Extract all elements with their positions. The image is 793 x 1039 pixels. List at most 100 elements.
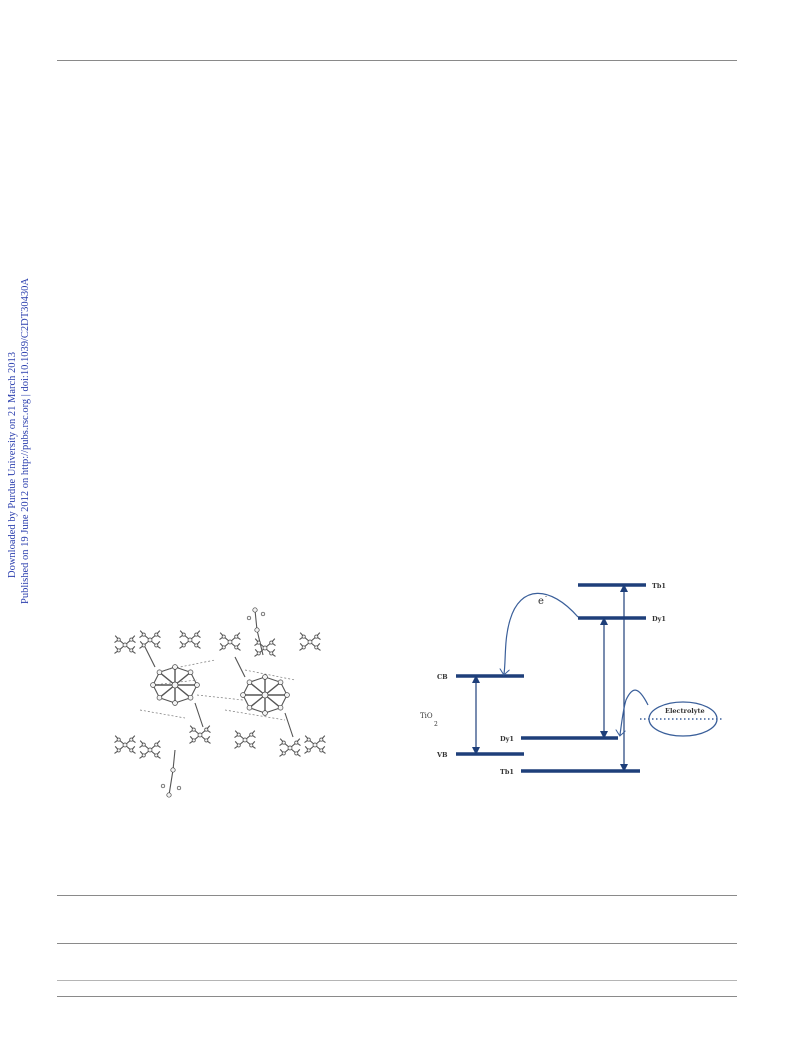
atom xyxy=(147,747,153,753)
footer-rule-4 xyxy=(57,996,737,997)
atom xyxy=(204,727,209,732)
atom xyxy=(287,745,293,751)
atom xyxy=(307,639,313,645)
atom xyxy=(319,748,324,753)
bond xyxy=(254,609,258,631)
header-rule xyxy=(57,60,737,61)
crystal-structure-figure xyxy=(114,607,326,798)
atom xyxy=(256,651,261,656)
atom xyxy=(249,732,254,737)
atom xyxy=(116,637,121,642)
atom xyxy=(129,737,134,742)
bond xyxy=(284,712,294,738)
atom xyxy=(160,783,166,789)
footer-rule-3 xyxy=(57,980,737,981)
atom xyxy=(277,679,284,686)
atom xyxy=(172,700,178,706)
atom xyxy=(154,753,159,758)
molecule-atoms xyxy=(116,607,324,798)
atom xyxy=(277,704,284,711)
atom xyxy=(122,742,128,748)
electron-injection-arrow xyxy=(504,592,579,674)
atom xyxy=(252,607,258,613)
atom xyxy=(194,643,199,648)
electron-minus: - xyxy=(545,593,547,600)
atom xyxy=(116,648,121,653)
atom xyxy=(191,738,196,743)
electrolyte-label: Electrolyte xyxy=(665,707,705,715)
atom xyxy=(314,634,319,639)
atom xyxy=(246,615,252,621)
atom xyxy=(116,737,121,742)
atom xyxy=(301,645,306,650)
atom xyxy=(269,640,274,645)
atom xyxy=(187,694,194,701)
download-notice: Downloaded by Purdue University on 21 Ma… xyxy=(3,270,39,610)
bond xyxy=(194,702,204,728)
atom xyxy=(154,742,159,747)
atom xyxy=(156,669,163,676)
atom xyxy=(141,643,146,648)
footer-rule-2 xyxy=(57,943,737,944)
atom xyxy=(171,681,179,689)
bond xyxy=(196,694,244,701)
bond xyxy=(164,659,216,671)
bond xyxy=(168,769,174,796)
atom xyxy=(249,743,254,748)
bond xyxy=(139,709,186,719)
atom xyxy=(172,664,178,670)
atom xyxy=(176,785,182,791)
dy1-upper-label: Dy1 xyxy=(652,615,666,623)
atom xyxy=(147,637,153,643)
electrolyte-regeneration-arrow xyxy=(620,689,649,735)
atom xyxy=(191,727,196,732)
atom xyxy=(154,632,159,637)
atom xyxy=(261,691,269,699)
atom xyxy=(284,692,290,698)
footer-rule-1 xyxy=(57,895,737,896)
atom xyxy=(301,634,306,639)
download-notice-line-2[interactable]: Published on 19 June 2012 on http://pubs… xyxy=(20,278,31,604)
atom xyxy=(181,643,186,648)
atom xyxy=(254,627,260,633)
atom xyxy=(262,710,268,716)
atom xyxy=(281,740,286,745)
atom xyxy=(194,682,200,688)
atom xyxy=(236,732,241,737)
atom xyxy=(234,645,239,650)
atom xyxy=(236,743,241,748)
atom xyxy=(204,738,209,743)
atom xyxy=(227,639,233,645)
vb-label: VB xyxy=(436,751,448,759)
atom xyxy=(150,682,156,688)
bond xyxy=(244,669,296,681)
atom xyxy=(262,674,268,680)
electron-label: e xyxy=(538,596,544,607)
atom xyxy=(269,651,274,656)
atom xyxy=(122,642,128,648)
atom xyxy=(154,643,159,648)
atom xyxy=(187,637,193,643)
bond xyxy=(234,656,246,678)
atom xyxy=(166,792,172,798)
atom xyxy=(294,751,299,756)
atom xyxy=(141,632,146,637)
tio2-label: TiO xyxy=(420,712,433,720)
atom xyxy=(314,645,319,650)
atom xyxy=(197,732,203,738)
atom xyxy=(221,645,226,650)
bond xyxy=(144,646,156,668)
atom xyxy=(306,748,311,753)
download-notice-line-1: Downloaded by Purdue University on 21 Ma… xyxy=(7,351,18,578)
tio2-subscript: 2 xyxy=(434,721,438,728)
atom xyxy=(246,704,253,711)
atom xyxy=(312,742,318,748)
bond xyxy=(172,749,176,771)
atom xyxy=(141,753,146,758)
atom xyxy=(319,737,324,742)
energy-level-diagram: Tb1 Dy1 e - CB TiO 2 VB Dy1 Tb1 Electrol… xyxy=(420,582,722,776)
molecule-bonds xyxy=(114,609,326,796)
atom xyxy=(156,694,163,701)
atom xyxy=(256,640,261,645)
bond xyxy=(224,709,286,721)
